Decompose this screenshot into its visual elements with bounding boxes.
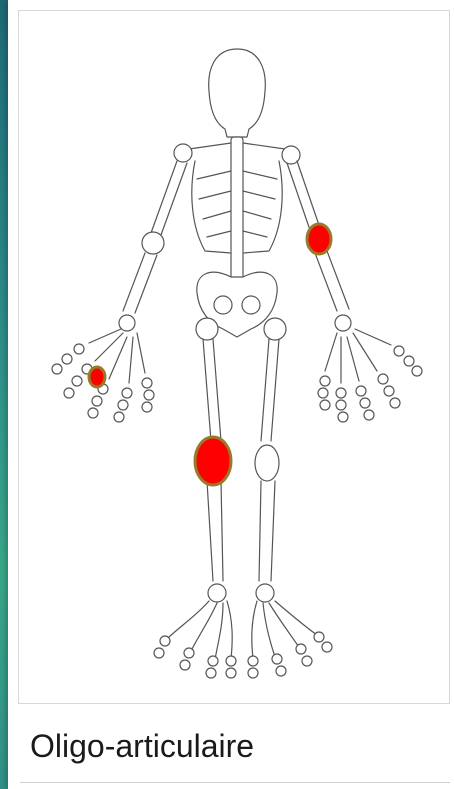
left-femur bbox=[203, 339, 221, 441]
right-hip-joint bbox=[264, 318, 286, 340]
right-humerus bbox=[287, 161, 321, 233]
affected-joint-left-elbow bbox=[307, 224, 331, 254]
right-femur bbox=[261, 339, 279, 441]
right-foot bbox=[252, 601, 317, 659]
affected-joint-right-knee bbox=[195, 437, 231, 485]
skeleton-diagram bbox=[19, 11, 449, 703]
left-tibia bbox=[207, 481, 223, 581]
divider bbox=[20, 782, 450, 783]
slide-card: Oligo-articulaire bbox=[8, 0, 454, 789]
right-tibia bbox=[259, 481, 275, 581]
skull bbox=[209, 49, 266, 137]
affected-joint-right-wrist bbox=[89, 367, 105, 387]
right-knee-joint bbox=[255, 445, 279, 481]
left-foot bbox=[167, 601, 232, 659]
caption-title: Oligo-articulaire bbox=[30, 718, 440, 774]
skeleton-figure-frame bbox=[18, 10, 450, 704]
left-elbow-joint-outline bbox=[142, 232, 164, 254]
right-forearm bbox=[315, 251, 349, 311]
right-hand bbox=[318, 329, 422, 422]
left-forearm bbox=[123, 253, 157, 313]
left-shoulder-joint bbox=[174, 144, 192, 162]
spine bbox=[231, 137, 243, 289]
left-humerus bbox=[151, 161, 187, 235]
left-hip-joint bbox=[196, 318, 218, 340]
